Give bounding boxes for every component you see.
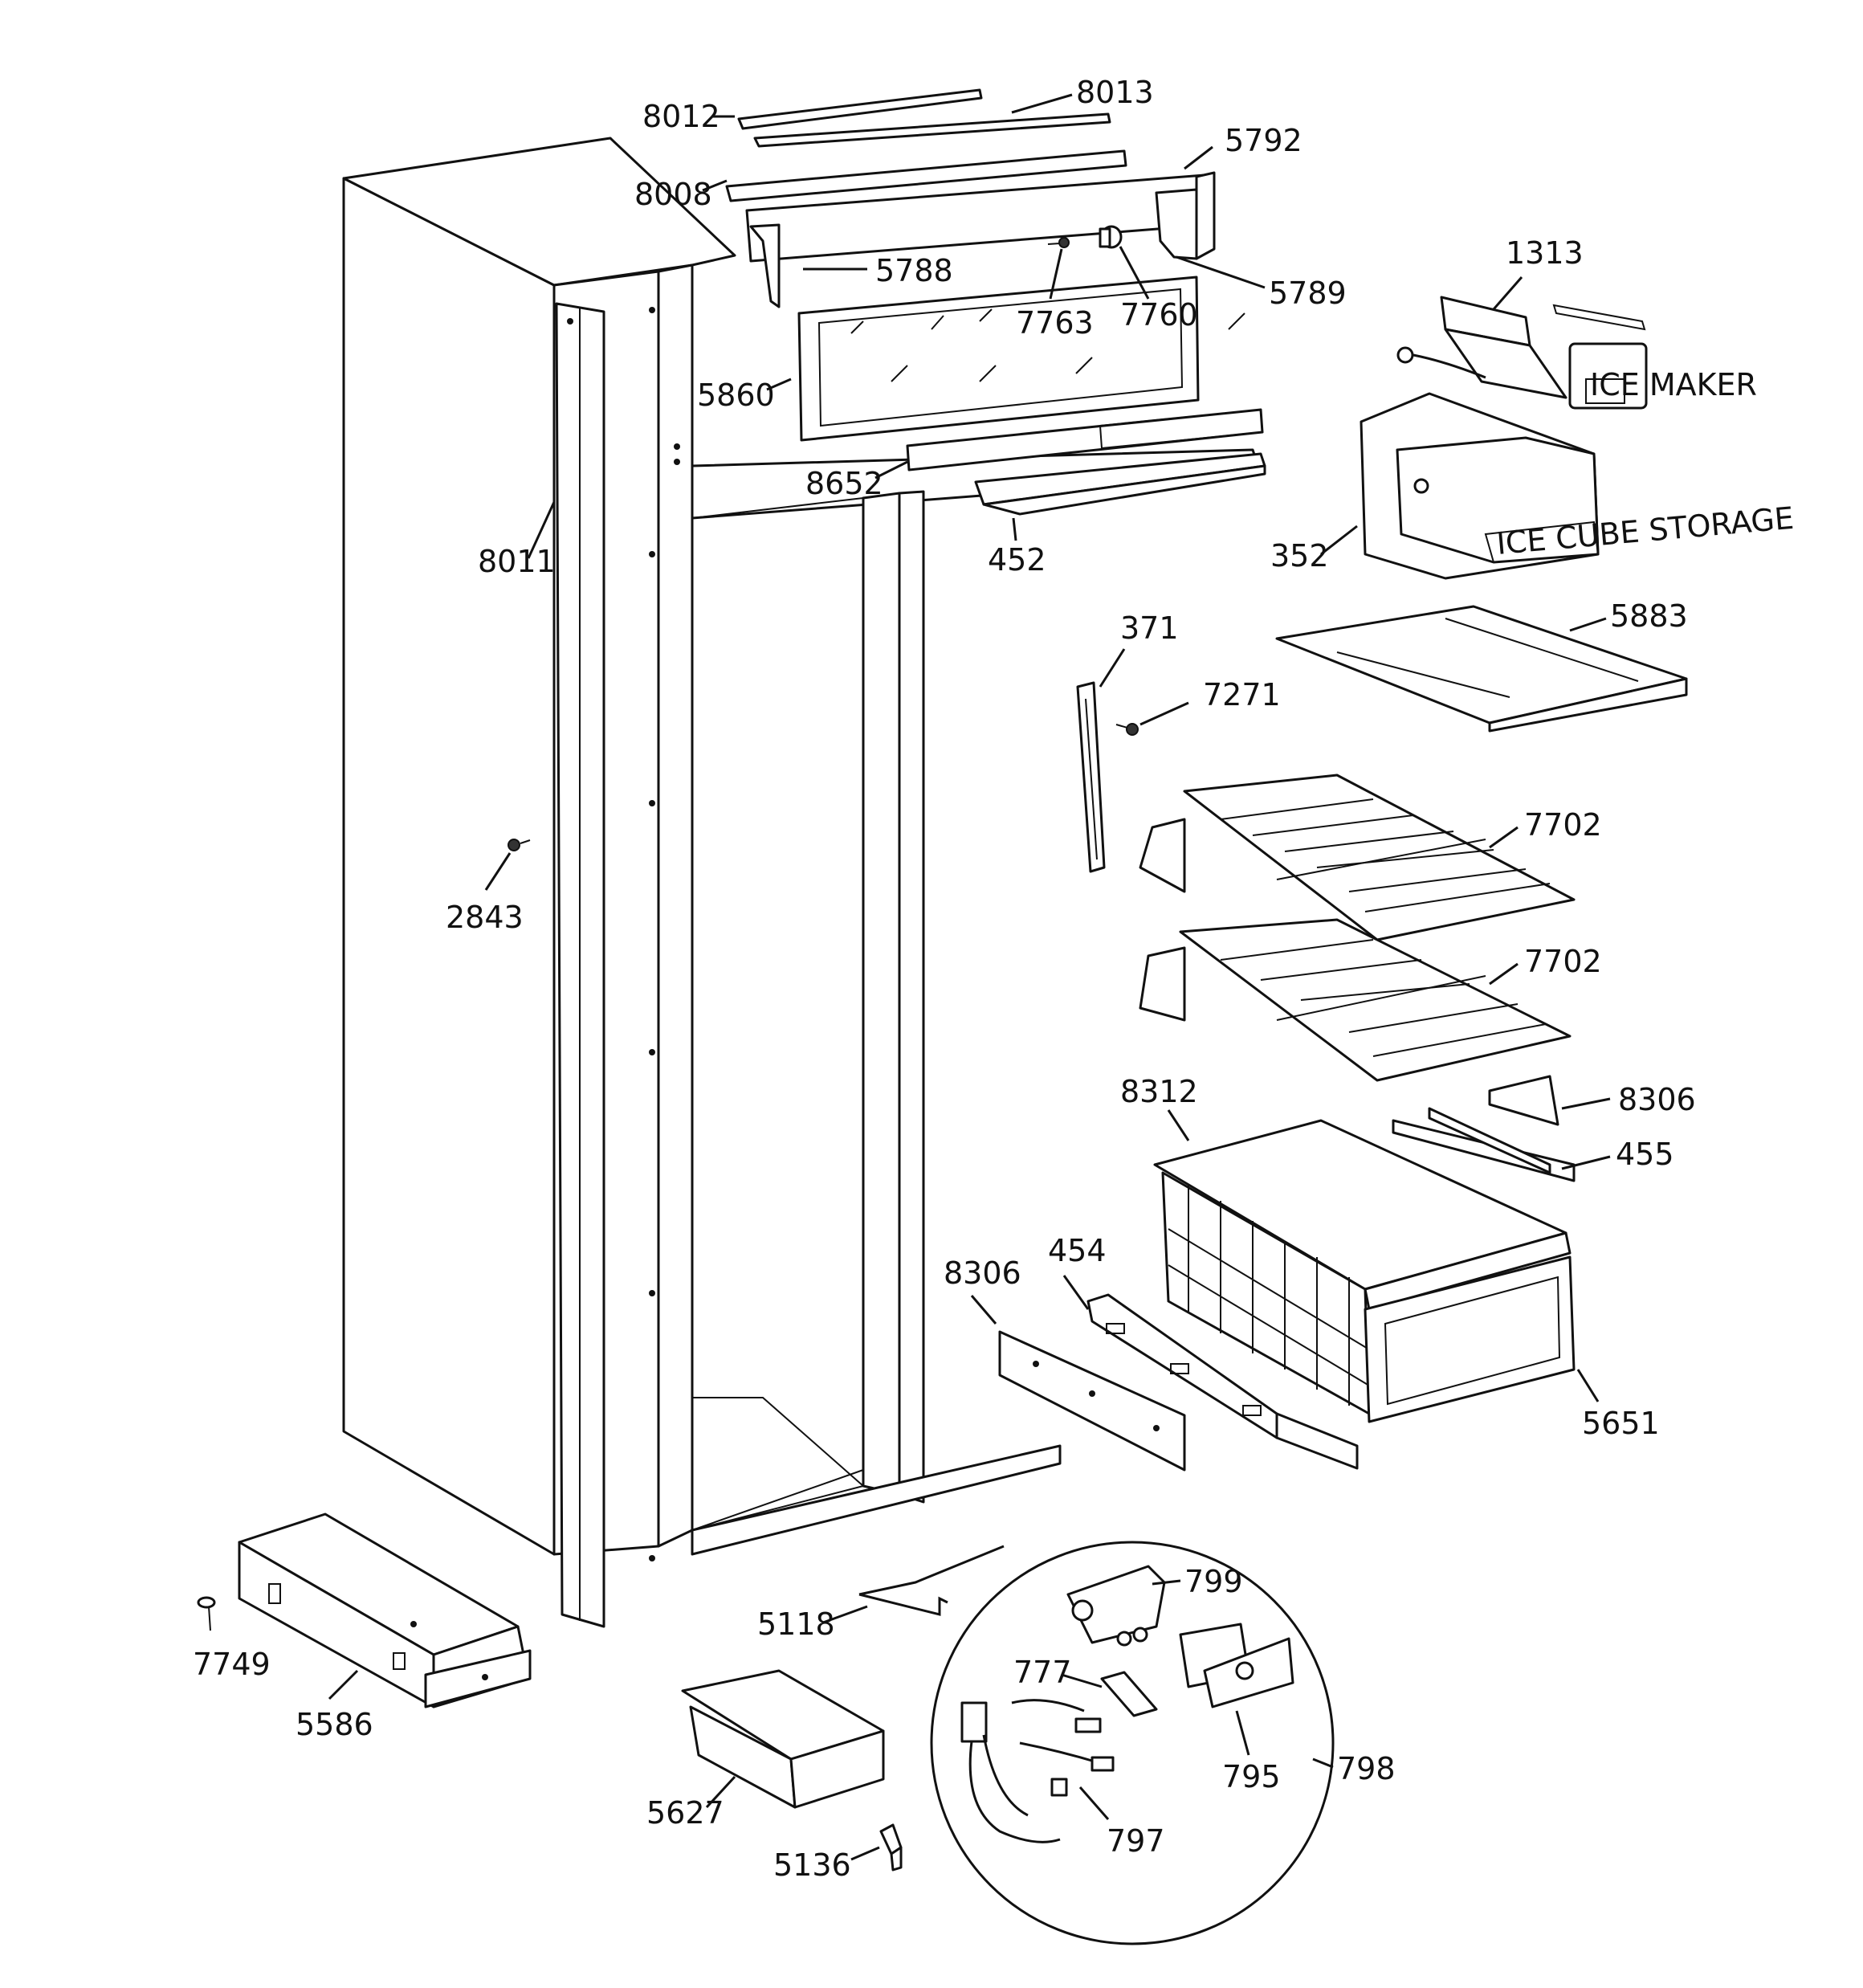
ice-maker-1313: ICE MAKER (1396, 296, 1757, 410)
label-5118: 5118 (757, 1606, 835, 1642)
wire-basket-8312 (1153, 1119, 1567, 1415)
label-7760: 7760 (1120, 297, 1198, 333)
label-777: 777 (1013, 1655, 1072, 1690)
label-5883: 5883 (1610, 598, 1688, 634)
label-799: 799 (1184, 1564, 1243, 1599)
label-2843: 2843 (446, 900, 524, 935)
label-5627: 5627 (646, 1795, 724, 1831)
label-352: 352 (1270, 538, 1329, 574)
water-valve-799 (1066, 1565, 1166, 1647)
vent-strip-8652 (906, 408, 1264, 471)
cover-strip-8306-upper (1488, 1075, 1559, 1126)
wire-shelf-7702-upper (1139, 774, 1576, 941)
label-797: 797 (1107, 1823, 1165, 1859)
cover-strip-8306-lower (998, 1330, 1186, 1472)
support-rod-5118 (858, 1545, 1005, 1616)
screw-2843 (508, 839, 531, 851)
label-7702-lower: 7702 (1524, 944, 1602, 979)
top-trim-8012 (737, 88, 983, 130)
display-panel-5860 (797, 276, 1245, 442)
label-371: 371 (1120, 610, 1179, 646)
label-5136: 5136 (773, 1847, 851, 1883)
label-7702-upper: 7702 (1524, 807, 1602, 843)
label-5651: 5651 (1582, 1406, 1660, 1441)
knob-7760 (1099, 225, 1123, 249)
label-8652: 8652 (805, 466, 883, 501)
label-8013: 8013 (1076, 75, 1154, 110)
label-8306-lower: 8306 (944, 1255, 1021, 1291)
bracket-777 (1100, 1671, 1158, 1717)
label-5860: 5860 (697, 378, 775, 413)
label-8306-upper: 8306 (1618, 1082, 1696, 1117)
label-8312: 8312 (1120, 1074, 1198, 1109)
top-trim-8008 (725, 149, 1127, 202)
grille-box-5586 (238, 1512, 532, 1708)
screw-7271 (1115, 723, 1139, 736)
top-trim-8013 (753, 112, 1111, 148)
leader-lines (328, 93, 1611, 1861)
shelf-rail-371 (1076, 681, 1106, 873)
label-7749: 7749 (193, 1647, 271, 1682)
label-7763: 7763 (1016, 305, 1094, 341)
label-1313: 1313 (1506, 235, 1584, 271)
label-5788: 5788 (875, 253, 953, 288)
label-5789: 5789 (1269, 276, 1347, 311)
label-455: 455 (1616, 1137, 1674, 1172)
label-454: 454 (1048, 1233, 1107, 1268)
label-5586: 5586 (296, 1707, 373, 1742)
drawer-front-5651 (1364, 1231, 1576, 1423)
slide-454 (1086, 1293, 1359, 1470)
label-8011: 8011 (478, 544, 556, 579)
part-labels: 8012 8013 5792 8008 5788 7763 7760 5789 … (193, 75, 1696, 1883)
ice-maker-text: ICE MAKER (1590, 367, 1757, 402)
label-452: 452 (988, 542, 1046, 578)
label-8008: 8008 (634, 177, 712, 212)
slide-455 (1392, 1107, 1576, 1182)
deflector-452 (974, 452, 1266, 516)
shelf-cover-5883 (1275, 605, 1688, 733)
label-7271: 7271 (1203, 677, 1281, 712)
wire-harness-797 (960, 1699, 1115, 1843)
pan-5627 (681, 1669, 885, 1809)
ice-bucket-352: ICE CUBE STORAGE (1360, 392, 1796, 580)
bracket-5136 (879, 1823, 903, 1872)
switch-795 (1179, 1623, 1294, 1708)
screw-7749 (197, 1596, 216, 1631)
label-795: 795 (1222, 1759, 1281, 1794)
screw-7763 (1047, 237, 1070, 248)
control-housing-5792 (745, 171, 1216, 308)
label-798: 798 (1337, 1751, 1396, 1786)
trim-strip-8011 (555, 302, 605, 1628)
label-5792: 5792 (1225, 123, 1302, 158)
label-8012: 8012 (642, 99, 720, 134)
wire-shelf-7702-lower (1139, 918, 1572, 1082)
